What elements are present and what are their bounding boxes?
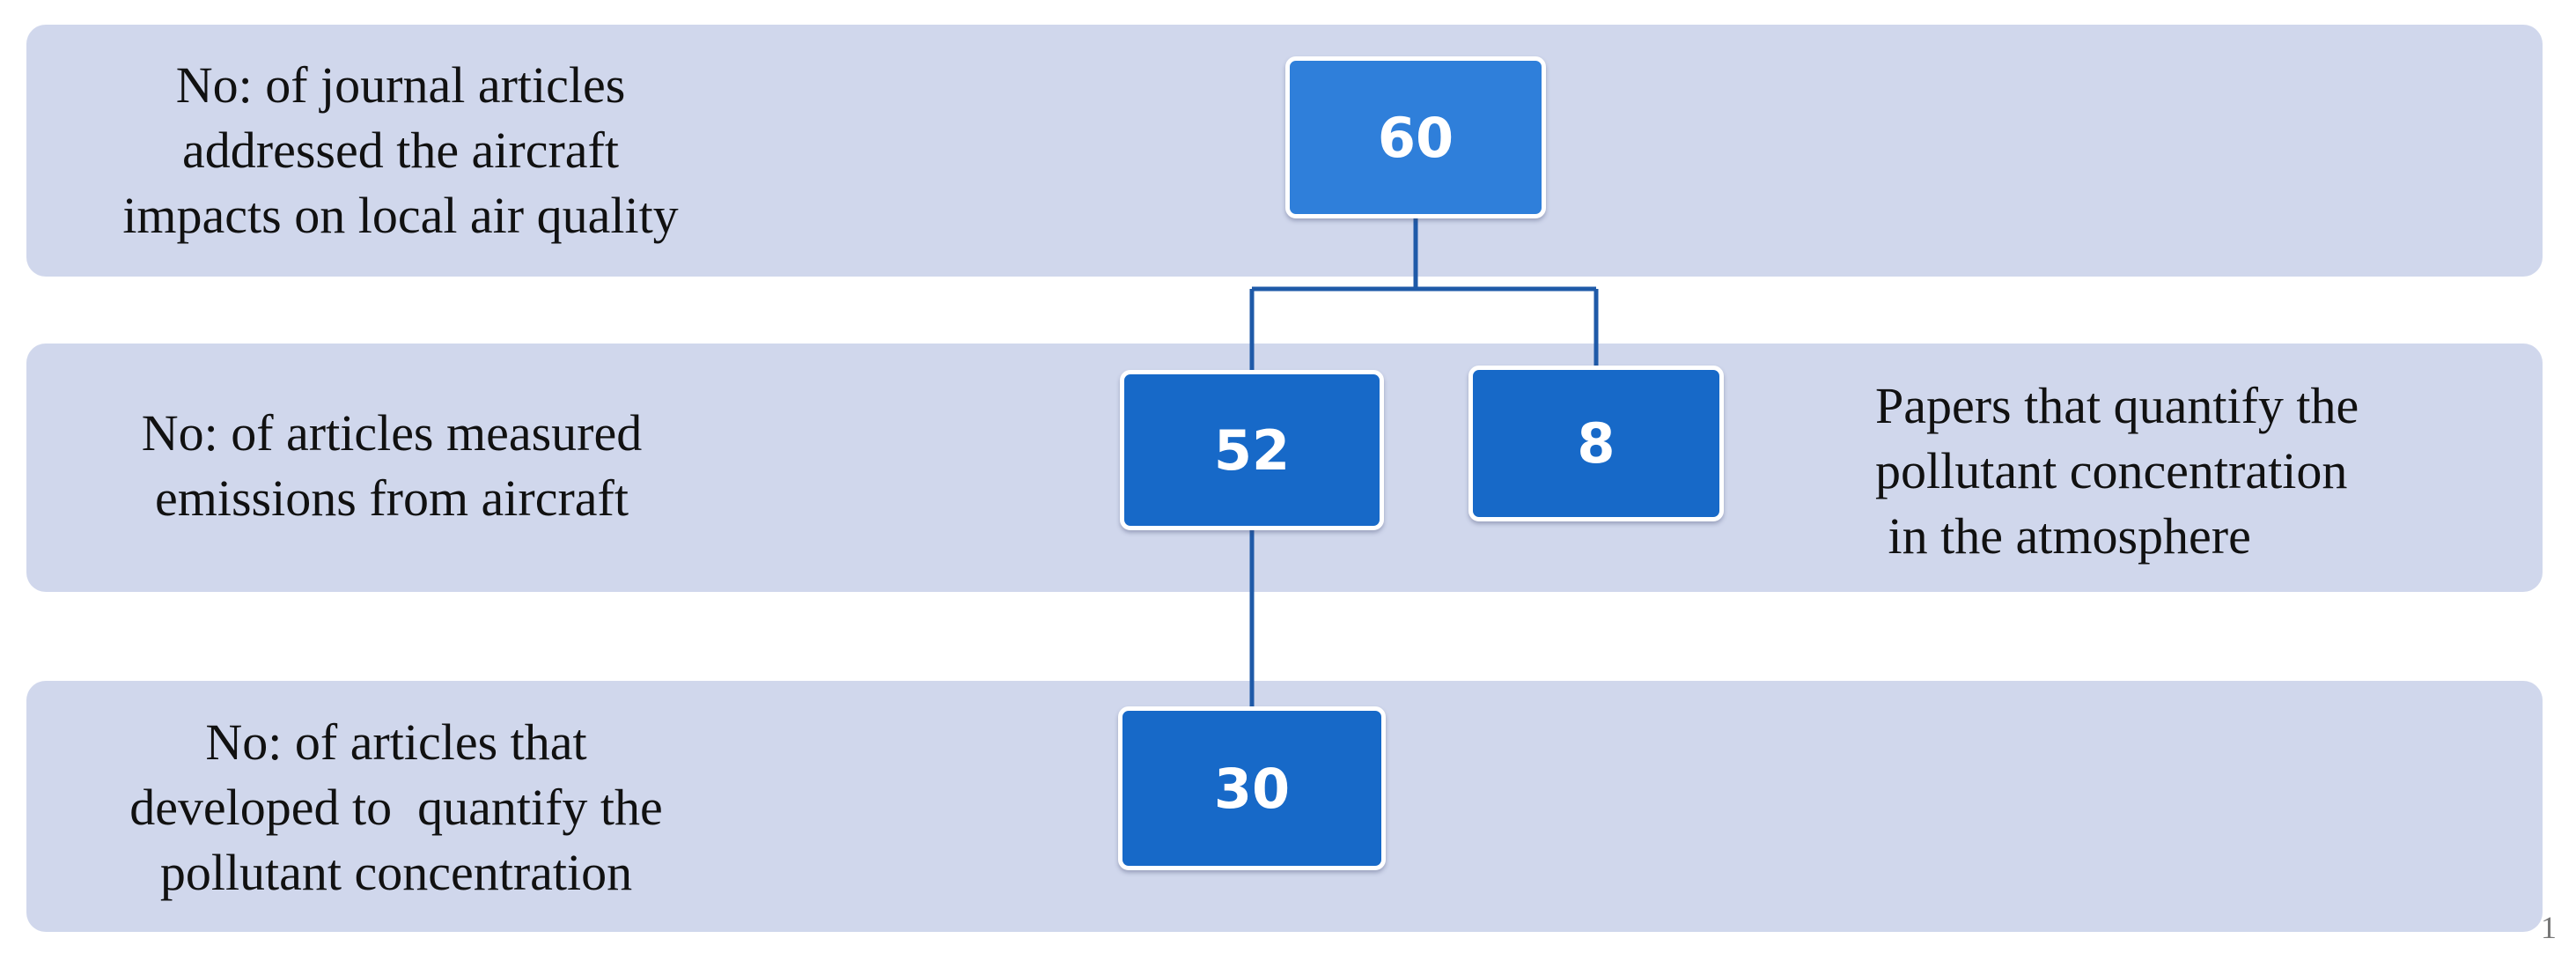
- node-quantify-atmosphere: 8: [1468, 366, 1724, 521]
- page-mark: 1: [2541, 910, 2557, 945]
- label-developed-quantify: No: of articles that developed to quanti…: [129, 713, 663, 901]
- label-quantify-atmosphere: Papers that quantify the pollutant conce…: [1875, 377, 2359, 565]
- label-measured-emissions: No: of articles measured emissions from …: [141, 404, 643, 527]
- label-journal-articles: No: of journal articles addressed the ai…: [122, 56, 679, 244]
- node-total-articles: 60: [1285, 56, 1546, 218]
- node-measured-emissions: 52: [1120, 370, 1384, 530]
- node-developed-quantify: 30: [1118, 706, 1386, 870]
- row-band-total: [26, 25, 2543, 277]
